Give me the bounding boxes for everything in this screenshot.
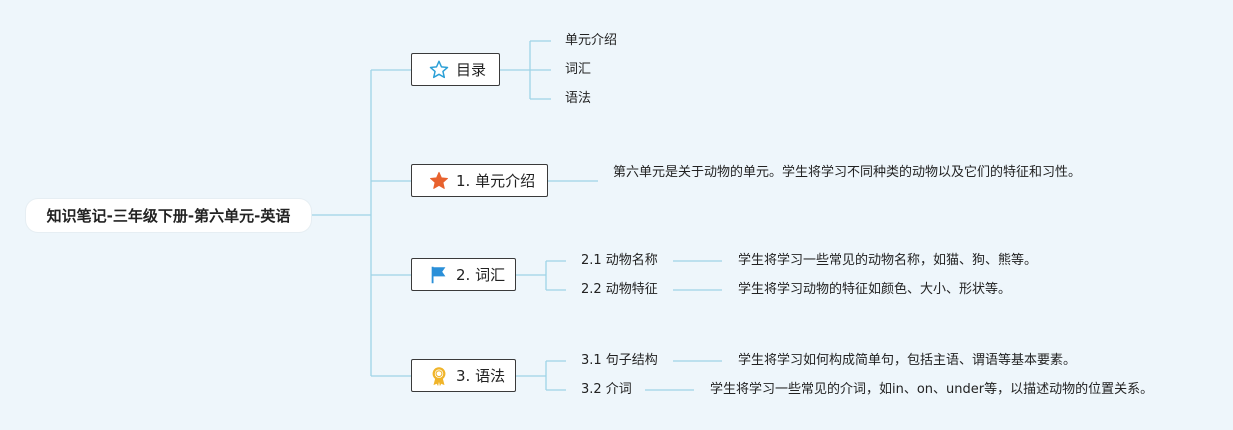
topic-toc[interactable]: 目录	[411, 53, 500, 86]
toc-item-unit-intro[interactable]: 单元介绍	[565, 33, 618, 48]
root-topic[interactable]: 知识笔记-三年级下册-第六单元-英语	[26, 199, 311, 232]
topic-grammar[interactable]: 3. 语法	[411, 359, 516, 392]
vocab-item-animal-names-desc: 学生将学习一些常见的动物名称，如猫、狗、熊等。	[738, 253, 1038, 268]
connector-toc-branch	[500, 40, 551, 100]
star-filled-icon	[428, 170, 450, 192]
vocab-item-animal-names[interactable]: 2.1 动物名称	[581, 253, 658, 268]
root-label: 知识笔记-三年级下册-第六单元-英语	[46, 207, 291, 225]
toc-item-vocabulary[interactable]: 词汇	[565, 62, 592, 77]
flag-icon	[428, 264, 450, 286]
topic-vocabulary[interactable]: 2. 词汇	[411, 258, 516, 291]
toc-item-grammar[interactable]: 语法	[565, 91, 592, 106]
grammar-item-sentence-structure[interactable]: 3.1 句子结构	[581, 353, 658, 368]
topic-unit-intro-label: 1. 单元介绍	[456, 172, 536, 190]
topic-vocabulary-label: 2. 词汇	[456, 266, 506, 284]
topic-grammar-label: 3. 语法	[456, 367, 506, 385]
topic-toc-label: 目录	[456, 61, 487, 79]
grammar-item-prepositions[interactable]: 3.2 介词	[581, 382, 632, 397]
vocab-item-animal-features[interactable]: 2.2 动物特征	[581, 282, 658, 297]
award-ribbon-icon	[428, 365, 450, 387]
connector-vocab-branch	[516, 260, 566, 291]
grammar-item-sentence-structure-desc: 学生将学习如何构成简单句，包括主语、谓语等基本要素。	[738, 353, 1077, 368]
vocab-item-animal-features-desc: 学生将学习动物的特征如颜色、大小、形状等。	[738, 282, 1012, 297]
topic-unit-intro[interactable]: 1. 单元介绍	[411, 164, 548, 197]
star-outline-icon	[428, 59, 450, 81]
grammar-item-prepositions-desc: 学生将学习一些常见的介词，如in、on、under等，以描述动物的位置关系。	[710, 382, 1154, 397]
connector-grammar-branch	[516, 360, 566, 391]
unit-intro-description: 第六单元是关于动物的单元。学生将学习不同种类的动物以及它们的特征和习性。	[613, 165, 1082, 180]
